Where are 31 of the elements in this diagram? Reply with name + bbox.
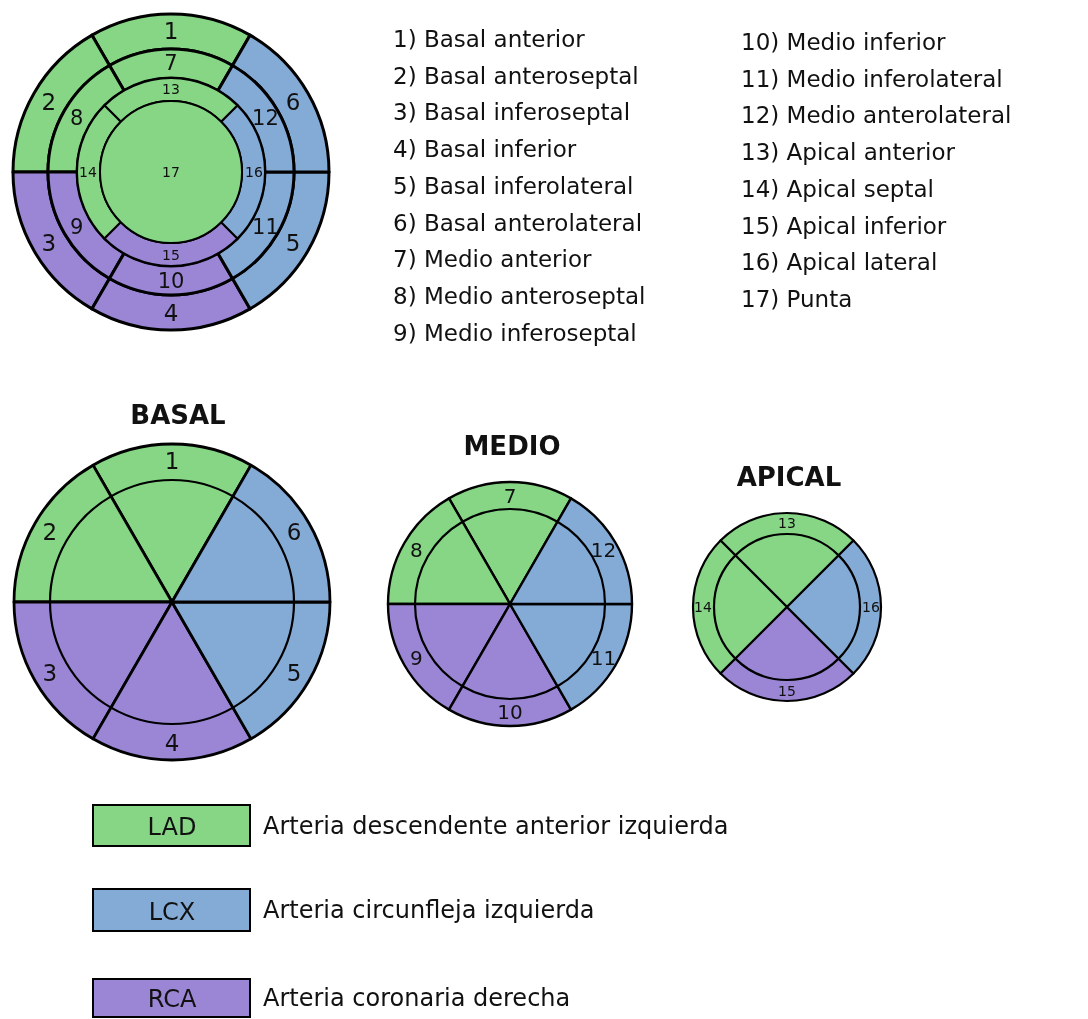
legend-label: Arteria descendente anterior izquierda (263, 813, 729, 838)
segment-name: 7) Medio anterior (393, 248, 592, 272)
legend-abbreviation: RCA (147, 987, 197, 1011)
segment-name: 13) Apical anterior (741, 141, 955, 165)
segment-name: 3) Basal inferoseptal (393, 101, 631, 125)
segment-name: 4) Basal inferior (393, 138, 577, 162)
segment-name: 17) Punta (741, 287, 853, 311)
section-title: APICAL (736, 464, 842, 490)
segment-name: 1) Basal anterior (393, 28, 585, 51)
segment-name: 2) Basal anteroseptal (393, 64, 639, 88)
heart-segment: 14 (692, 539, 789, 675)
segment-name: 14) Apical septal (741, 177, 934, 201)
heart-segment: 16 (785, 539, 882, 675)
section-title: BASAL (130, 402, 226, 428)
legend-abbreviation: LAD (147, 815, 197, 839)
section-title: MEDIO (463, 433, 561, 459)
segment-name: 16) Apical lateral (741, 251, 938, 275)
segment-name: 9) Medio inferoseptal (393, 321, 637, 345)
segment-name: 6) Basal anterolateral (393, 211, 643, 235)
segment-name: 8) Medio anteroseptal (393, 284, 646, 308)
legend-label: Arteria coronaria derecha (263, 986, 571, 1010)
heart-segment: 4 (91, 600, 253, 762)
segment-name: 10) Medio inferior (741, 31, 946, 54)
segment-name: 11) Medio inferolateral (741, 67, 1003, 91)
legend-label: Arteria circunfleja izquierda (263, 898, 595, 922)
legend-abbreviation: LCX (148, 900, 196, 924)
segment-name: 12) Medio anterolateral (741, 104, 1012, 128)
segment-name: 15) Apical inferior (741, 214, 947, 238)
heart-segment: 15 (719, 605, 855, 702)
segment-name: 5) Basal inferolateral (393, 174, 634, 198)
heart-segment: 10 (447, 602, 573, 727)
